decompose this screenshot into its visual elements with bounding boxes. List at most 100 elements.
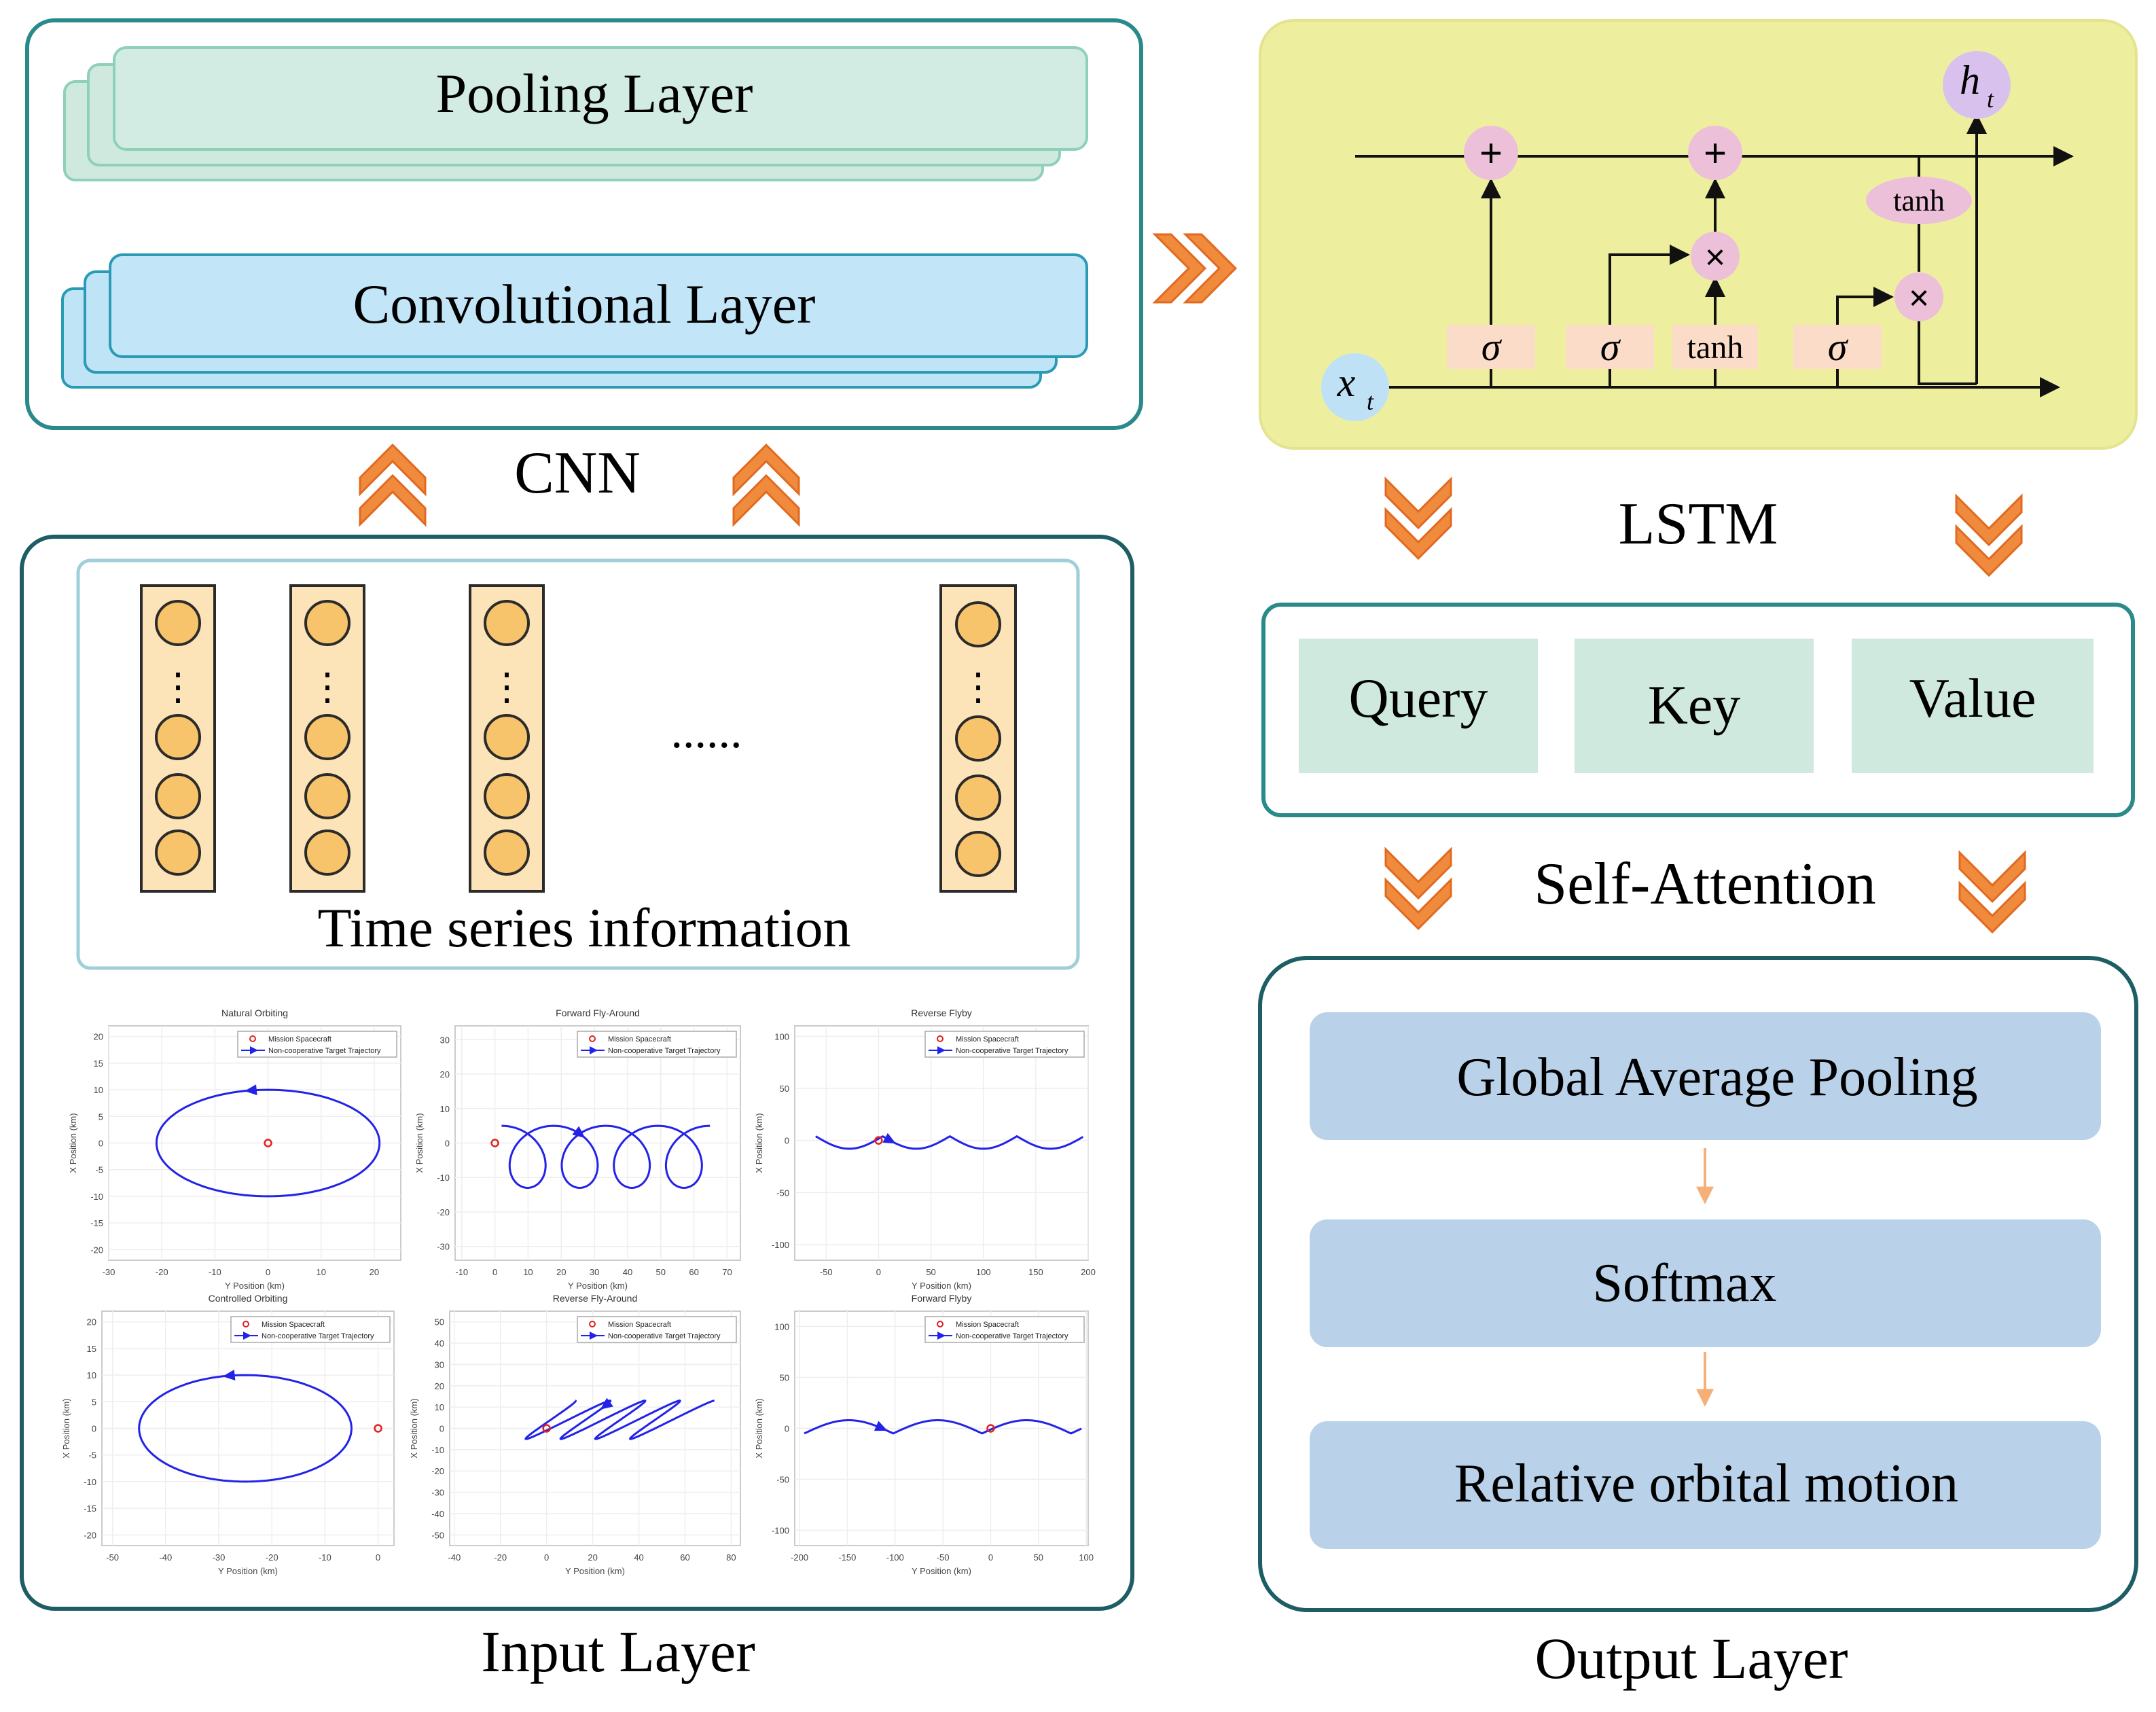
- multiply-icon: ×: [1909, 279, 1929, 318]
- y-tick-label: 15: [87, 1344, 96, 1354]
- x-tick-label: -20: [266, 1552, 279, 1563]
- x-tick-label: 200: [1081, 1267, 1096, 1277]
- y-axis-label: X Position (km): [414, 1113, 425, 1173]
- legend-target-arrow: [243, 1332, 251, 1340]
- legend-mission-text: Mission Spacecraft: [956, 1321, 1019, 1329]
- plot-title: Forward Flyby: [912, 1293, 972, 1304]
- trajectory-arrow: [874, 1421, 888, 1431]
- key-label: Key: [1648, 674, 1741, 736]
- x-axis-label: Y Position (km): [912, 1281, 971, 1291]
- y-tick-label: 50: [435, 1317, 444, 1327]
- x-tick-label: 50: [656, 1267, 666, 1277]
- output-layer-title: Output Layer: [1535, 1626, 1848, 1691]
- x-tick-label: -10: [455, 1267, 468, 1277]
- x-tick-label: 70: [722, 1267, 732, 1277]
- x-tick-label: -50: [820, 1267, 833, 1277]
- chevron-down-icon: [1384, 848, 1452, 930]
- x-tick-label: 40: [634, 1552, 643, 1563]
- y-tick-label: -5: [95, 1165, 103, 1175]
- x-tick-label: 20: [556, 1267, 566, 1277]
- legend-box: [577, 1031, 737, 1058]
- result-label: Relative orbital motion: [1454, 1454, 1958, 1514]
- mission-spacecraft-marker: [264, 1139, 272, 1147]
- legend-box: [924, 1031, 1085, 1058]
- y-tick-label: -100: [772, 1526, 789, 1536]
- multiply-icon: ×: [1705, 238, 1725, 277]
- y-axis-label: X Position (km): [61, 1398, 71, 1458]
- x-tick-label: -40: [448, 1552, 461, 1563]
- cnn-block: Pooling Layer Convolutional Layer: [25, 18, 1143, 430]
- x-axis-label: Y Position (km): [225, 1281, 285, 1291]
- y-tick-label: 50: [780, 1084, 789, 1094]
- x-tick-label: 100: [1079, 1552, 1094, 1563]
- x-axis-label: Y Position (km): [912, 1566, 971, 1576]
- x-tick-label: 150: [1028, 1267, 1043, 1277]
- legend-mission-text: Mission Spacecraft: [608, 1321, 671, 1329]
- y-tick-label: 0: [785, 1424, 789, 1434]
- legend-target-text: Non-cooperative Target Trajectory: [956, 1332, 1068, 1340]
- x-tick-label: 0: [544, 1552, 549, 1563]
- chevron-down-icon: [1955, 495, 2023, 577]
- convolutional-layer-label: Convolutional Layer: [353, 273, 816, 335]
- y-tick-label: -10: [431, 1445, 444, 1455]
- y-tick-label: -10: [90, 1192, 103, 1202]
- y-tick-label: 100: [774, 1322, 789, 1332]
- x-tick-label: -30: [213, 1552, 226, 1563]
- softmax-label: Softmax: [1592, 1253, 1776, 1313]
- trajectory-arrow: [882, 1133, 896, 1144]
- y-tick-label: -15: [84, 1503, 96, 1514]
- output-layer-block: Global Average Pooling Softmax Relative …: [1258, 956, 2138, 1612]
- candidate-tanh: tanh: [1687, 329, 1744, 365]
- x-tick-label: 50: [926, 1267, 935, 1277]
- cnn-title: CNN: [514, 440, 641, 506]
- legend-target-arrow: [937, 1046, 946, 1054]
- x-tick-label: 0: [376, 1552, 380, 1563]
- y-tick-label: -50: [776, 1475, 789, 1485]
- vertical-dots: ⋮: [488, 666, 526, 709]
- legend-mission-text: Mission Spacecraft: [262, 1321, 325, 1329]
- x-tick-label: 100: [976, 1267, 991, 1277]
- output-tanh: tanh: [1893, 184, 1945, 217]
- y-tick-label: -30: [431, 1488, 444, 1498]
- legend-target-text: Non-cooperative Target Trajectory: [956, 1047, 1068, 1055]
- chevron-up-icon: [732, 444, 800, 526]
- vertical-dots: ⋮: [159, 666, 197, 709]
- feature-node: [155, 714, 201, 760]
- x-tick-label: 80: [726, 1552, 736, 1563]
- x-tick-label: -30: [103, 1267, 115, 1277]
- chevron-down-icon: [1384, 478, 1452, 560]
- trajectory-arrow: [600, 1397, 613, 1410]
- legend-target-arrow: [590, 1332, 598, 1340]
- pooling-layer-label: Pooling Layer: [436, 63, 753, 124]
- output-ht: h: [1960, 58, 1980, 103]
- feature-node: [955, 601, 1001, 647]
- y-tick-label: -30: [437, 1242, 450, 1252]
- legend-mission-marker: [937, 1035, 944, 1042]
- legend-box: [237, 1031, 397, 1058]
- x-tick-label: 0: [876, 1267, 881, 1277]
- legend-target-text: Non-cooperative Target Trajectory: [608, 1332, 721, 1340]
- y-tick-label: 0: [98, 1139, 103, 1149]
- x-axis-label: Y Position (km): [565, 1566, 625, 1576]
- convolutional-layer-box: [109, 253, 1088, 358]
- input-layer-block: ⋮⋮⋮⋮ ...... Time series information Natu…: [20, 535, 1134, 1611]
- y-tick-label: 5: [98, 1111, 103, 1122]
- query-box: [1299, 639, 1538, 773]
- y-axis-label: X Position (km): [754, 1398, 764, 1458]
- x-tick-label: 0: [988, 1552, 993, 1563]
- legend-box: [577, 1316, 737, 1343]
- x-tick-label: 60: [680, 1552, 689, 1563]
- softmax-box: [1310, 1219, 2101, 1347]
- y-tick-label: -5: [88, 1450, 96, 1461]
- trajectory-line: [804, 1419, 1082, 1435]
- chevron-down-icon: [1958, 851, 2026, 933]
- x-tick-label: 10: [316, 1267, 325, 1277]
- feature-node: [304, 830, 351, 876]
- x-tick-label: -10: [209, 1267, 221, 1277]
- y-tick-label: 0: [785, 1136, 789, 1146]
- query-label: Query: [1349, 667, 1488, 729]
- x-tick-label: -20: [494, 1552, 507, 1563]
- x-tick-label: -200: [791, 1552, 808, 1563]
